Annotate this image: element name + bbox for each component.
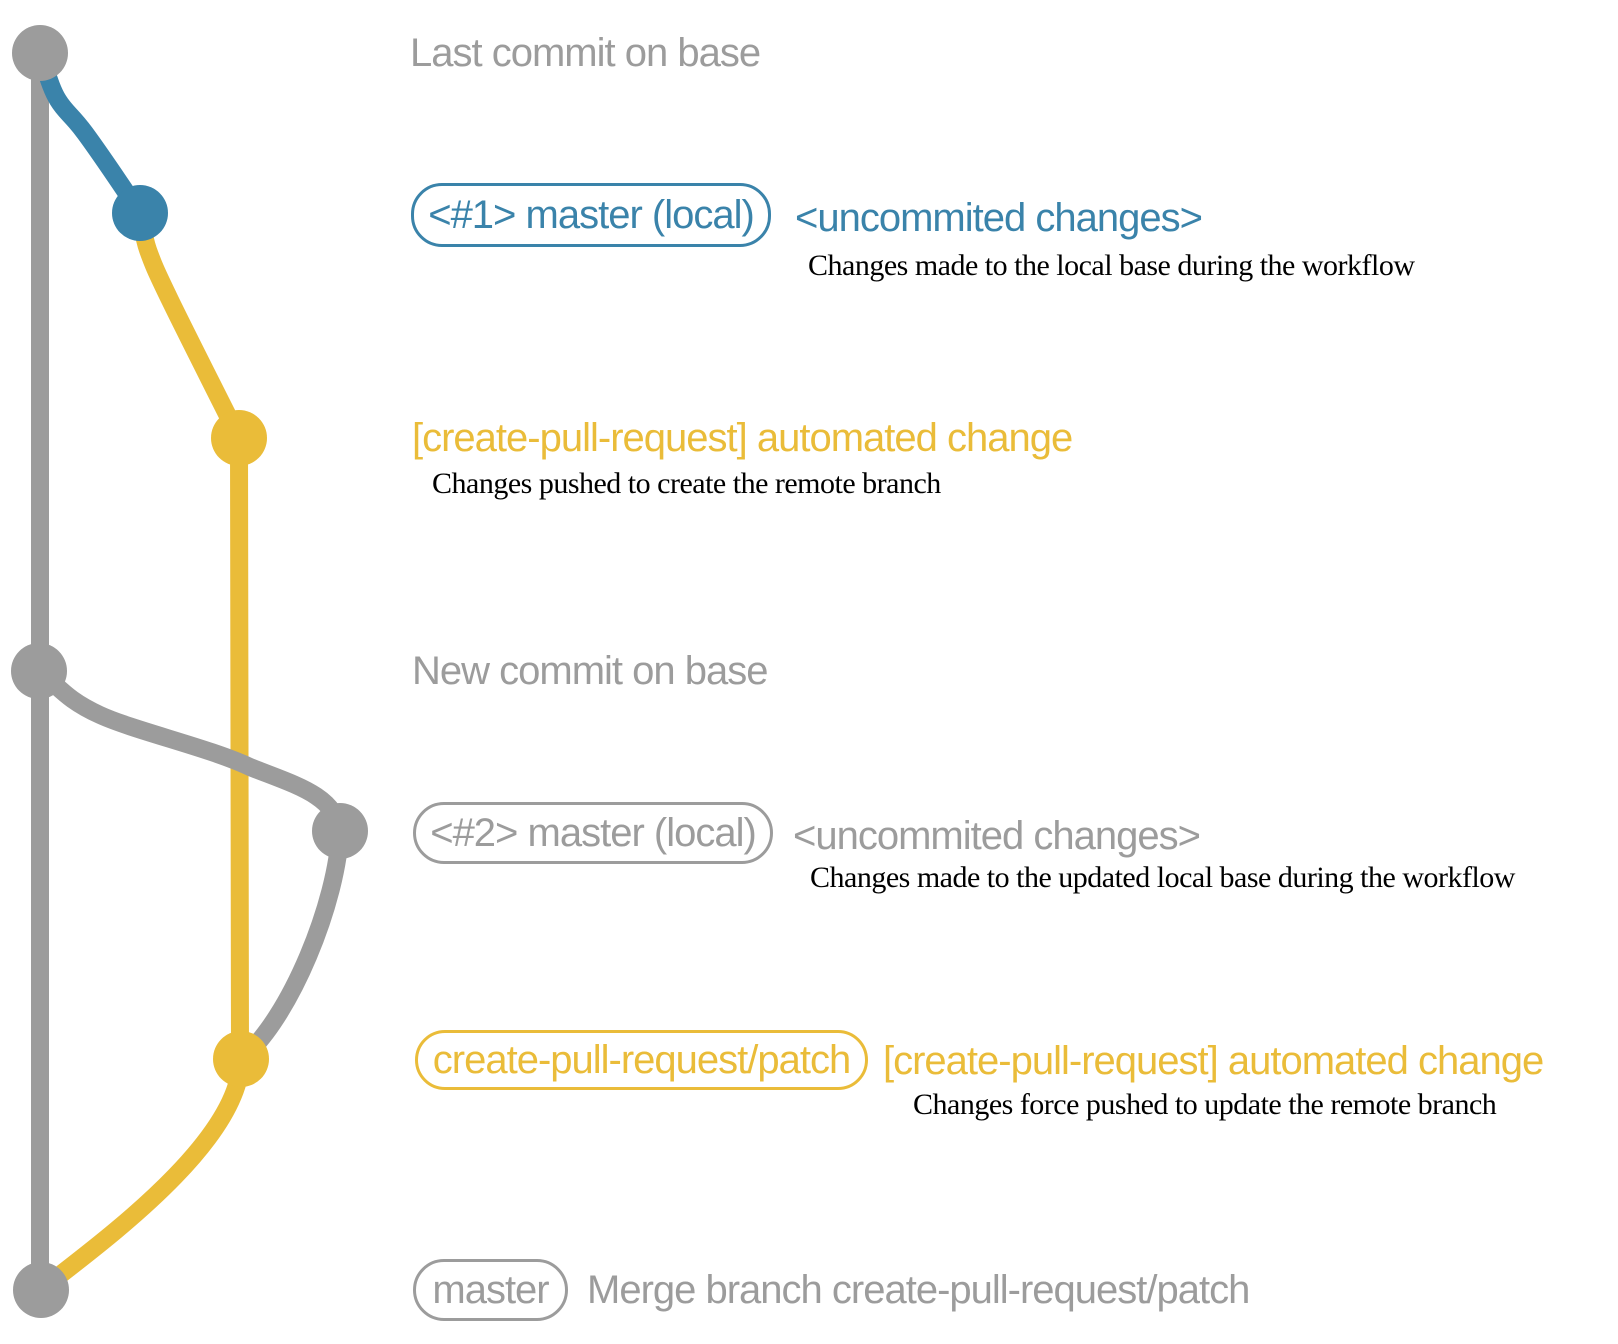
commit-node-new-base [11,643,67,699]
commit-node-patch-2 [213,1031,269,1087]
desc-local-changes-2: Changes made to the updated local base d… [810,861,1515,894]
desc-pushed-remote: Changes pushed to create the remote bran… [432,467,941,500]
annotation-merge-branch: Merge branch create-pull-request/patch [587,1268,1250,1312]
local-branch-1-curve [31,49,148,218]
commit-node-local-2 [312,803,368,859]
local-branch-2-curve [33,663,349,833]
badge-patch-branch-label: create-pull-request/patch [432,1038,851,1082]
desc-force-pushed: Changes force pushed to update the remot… [913,1088,1497,1121]
badge-master-local-2-label: <#2> master (local) [430,811,757,855]
badge-master-label: master [432,1268,549,1312]
badge-master-local-2: <#2> master (local) [413,802,773,864]
annotation-automated-change-2: [create-pull-request] automated change [883,1039,1544,1083]
commit-node-merge [13,1262,69,1318]
label-automated-change-1: [create-pull-request] automated change [412,416,1073,460]
annotation-uncommited-1: <uncommited changes> [795,196,1203,240]
commit-node-last-base [12,25,68,81]
heading-new-commit: New commit on base [412,649,768,693]
commit-node-local-1 [112,185,168,241]
annotation-uncommited-2: <uncommited changes> [793,814,1201,858]
badge-master: master [413,1259,568,1321]
badge-patch-branch: create-pull-request/patch [415,1030,868,1090]
patch-merge-curve [35,1058,250,1297]
badge-master-local-1: <#1> master (local) [411,183,771,247]
local-branch-2-return-curve [235,830,349,1067]
desc-local-changes-1: Changes made to the local base during th… [808,249,1415,282]
commit-node-patch-1 [211,410,267,466]
badge-master-local-1-label: <#1> master (local) [428,193,755,237]
patch-branch-line [131,210,249,1060]
heading-last-commit: Last commit on base [410,31,761,75]
